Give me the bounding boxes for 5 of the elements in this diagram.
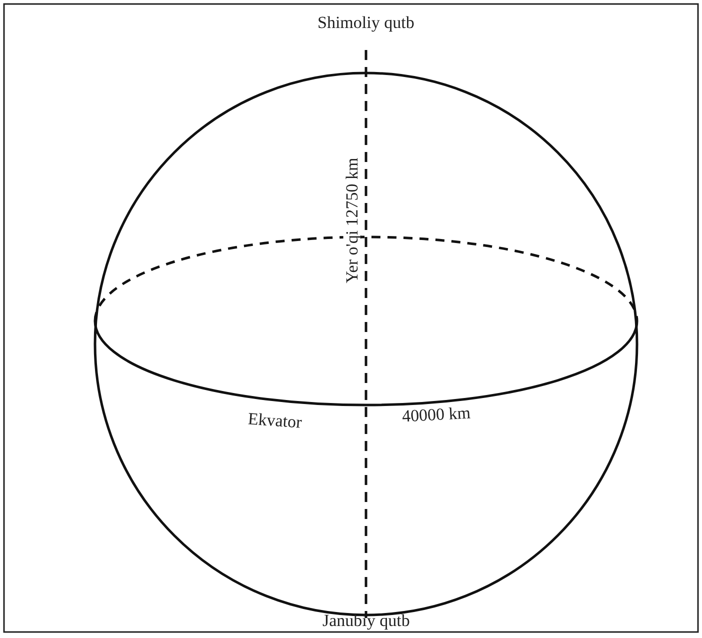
equator-label: Ekvator — [247, 410, 302, 430]
axis-label: Yer o'qi 12750 km — [343, 157, 360, 283]
length-label: 40000 km — [402, 404, 471, 424]
pole-label: Janubiy qutb — [322, 612, 410, 628]
pole-label: Shimoliy qutb — [318, 14, 414, 30]
